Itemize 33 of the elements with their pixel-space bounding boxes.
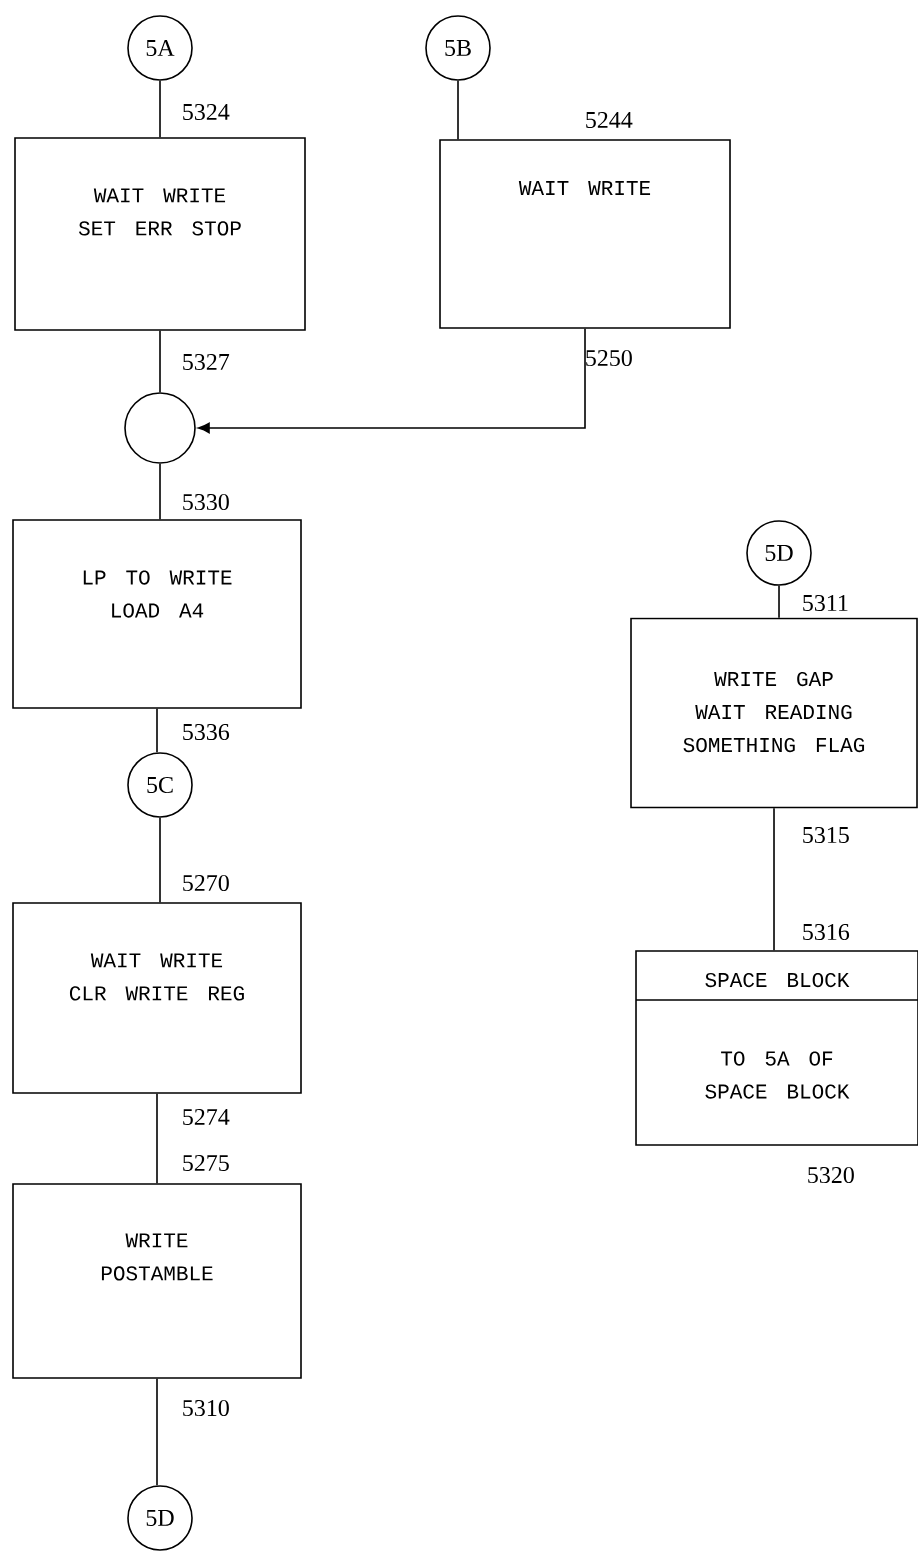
arrow <box>197 328 586 434</box>
address-label: 5327 <box>183 353 230 371</box>
connector-line <box>457 80 459 140</box>
connector-line <box>156 708 158 753</box>
address-label: 5316 <box>803 923 850 941</box>
process-box: WAIT WRITE CLR WRITE REG <box>12 902 302 1094</box>
address-label: 5330 <box>183 493 229 511</box>
process-box: WAIT WRITE SET ERR STOP <box>14 137 306 331</box>
process-box: SPACE BLOCK TO 5A OF SPACE BLOCK <box>635 950 918 1146</box>
process-box: LP TO WRITE LOAD A4 <box>12 519 302 709</box>
address-label: 5311 <box>803 594 848 612</box>
connector-line <box>156 1093 158 1184</box>
address-label: 5310 <box>183 1399 229 1417</box>
address-label: 5320 <box>808 1166 854 1184</box>
address-label: 5336 <box>183 723 230 741</box>
address-label: 5270 <box>183 874 229 892</box>
process-box: WRITE GAP WAIT READING SOMETHING FLAG <box>630 617 918 809</box>
address-label: 5250 <box>586 349 632 367</box>
process-box: WRITE POSTAMBLE <box>12 1183 302 1379</box>
connector-line <box>156 1378 158 1486</box>
connector-line <box>778 585 780 619</box>
address-label: 5315 <box>803 826 849 844</box>
connector-line <box>159 80 161 138</box>
process-box: WAIT WRITE <box>439 139 731 329</box>
address-label: 5275 <box>183 1154 229 1172</box>
address-label: 5274 <box>183 1108 230 1126</box>
connector-line <box>159 330 161 393</box>
address-label: 5244 <box>586 111 633 129</box>
address-label: 5324 <box>183 103 230 121</box>
junction-circle <box>124 392 196 464</box>
connector-line <box>159 463 161 520</box>
connector-line <box>159 817 161 903</box>
connector-line <box>773 807 775 951</box>
